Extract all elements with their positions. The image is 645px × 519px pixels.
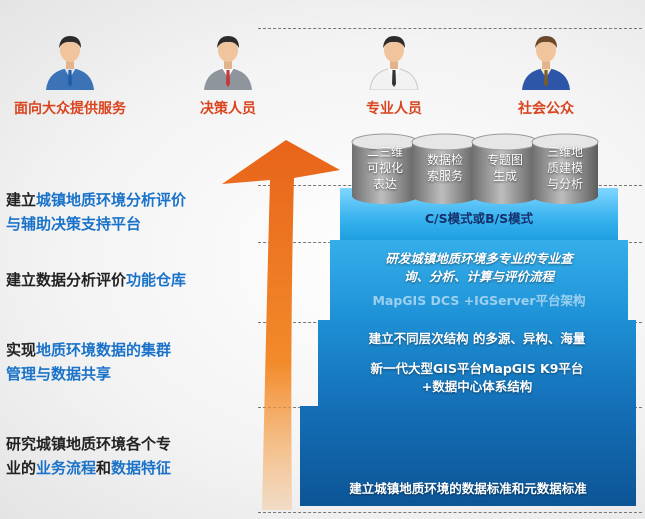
left-text-research: 研究城镇地质环境各个专 业的业务流程和数据特征	[6, 432, 171, 480]
text-highlight: 地质环境数据的集群	[36, 341, 172, 359]
database-cylinder-icon	[471, 133, 539, 204]
text-highlight: 功能仓库	[126, 271, 187, 289]
left-text-cluster: 实现地质环境数据的集群 管理与数据共享	[6, 338, 171, 386]
guide-line-1	[258, 28, 642, 29]
layer-third-text-b: 新一代大型GIS平台MapGIS K9平台	[370, 361, 584, 376]
layer-top-text: C/S模式或B/S模式	[424, 211, 534, 226]
database-cylinder-icon	[531, 133, 599, 204]
layer-third-text-a: 建立不同层次结构 的多源、异构、海量	[368, 331, 586, 346]
text-highlight: 管理与数据共享	[6, 365, 112, 383]
upward-arrow-icon	[222, 140, 340, 510]
text-highlight: 业务流程	[36, 459, 97, 477]
person-icon	[46, 36, 94, 90]
person-decision-maker: 决策人员	[168, 30, 288, 118]
cylinder-thematic-map: 专题图 生成	[470, 132, 540, 206]
person-label: 专业人员	[366, 101, 422, 117]
person-icon	[369, 36, 419, 90]
person-icon	[204, 36, 252, 90]
cylinder-visualization: 二三维 可视化 表达	[350, 132, 420, 206]
text-plain: 实现	[6, 341, 37, 359]
person-professional: 专业人员	[334, 30, 454, 118]
layer-third-text-c: +数据中心体系结构	[421, 379, 533, 394]
cylinder-label: 二三维 可视化 表达	[366, 145, 403, 191]
text-highlight: 数据特征	[111, 459, 172, 477]
layer-second: 研发城镇地质环境多专业的专业查 询、分析、计算与评价流程 MapGIS DCS …	[330, 240, 628, 320]
layer-base: 建立城镇地质环境的数据标准和元数据标准	[300, 406, 636, 506]
person-general-public: 社会公众	[486, 30, 606, 118]
cylinder-3d-modeling: 三维地 质建模 与分析	[530, 132, 600, 206]
layer-third: 建立不同层次结构 的多源、异构、海量 新一代大型GIS平台MapGIS K9平台…	[318, 320, 636, 406]
guide-line-6	[258, 512, 642, 513]
text-plain: 和	[96, 459, 112, 477]
text-plain: 建立	[6, 191, 37, 209]
text-highlight: 城镇地质环境分析评价	[36, 191, 187, 209]
person-label: 决策人员	[200, 101, 256, 117]
text-highlight: 与辅助决策支持平台	[6, 215, 142, 233]
text-plain: 建立数据分析评价	[6, 271, 127, 289]
cylinder-label: 数据检 索服务	[426, 153, 463, 183]
layer-base-text: 建立城镇地质环境的数据标准和元数据标准	[349, 481, 587, 496]
person-public-service: 面向大众提供服务	[10, 30, 130, 118]
text-plain: 研究城镇地质环境各个专	[6, 435, 172, 453]
left-text-platform: 建立城镇地质环境分析评价 与辅助决策支持平台	[6, 188, 186, 236]
person-label: 社会公众	[518, 101, 574, 117]
person-label: 面向大众提供服务	[14, 101, 126, 117]
cylinder-label: 专题图 生成	[486, 153, 523, 183]
cylinder-label: 三维地 质建模 与分析	[546, 145, 583, 191]
layer-second-text-c: MapGIS DCS +IGServer平台架构	[372, 293, 586, 308]
database-cylinder-icon	[411, 133, 479, 204]
layer-second-text-b: 询、分析、计算与评价流程	[403, 269, 554, 284]
layer-second-text-a: 研发城镇地质环境多专业的专业查	[385, 251, 573, 266]
left-text-warehouse: 建立数据分析评价功能仓库	[6, 268, 186, 292]
text-plain: 业的	[6, 459, 37, 477]
person-icon	[522, 36, 570, 90]
cylinder-retrieval: 数据检 索服务	[410, 132, 480, 206]
